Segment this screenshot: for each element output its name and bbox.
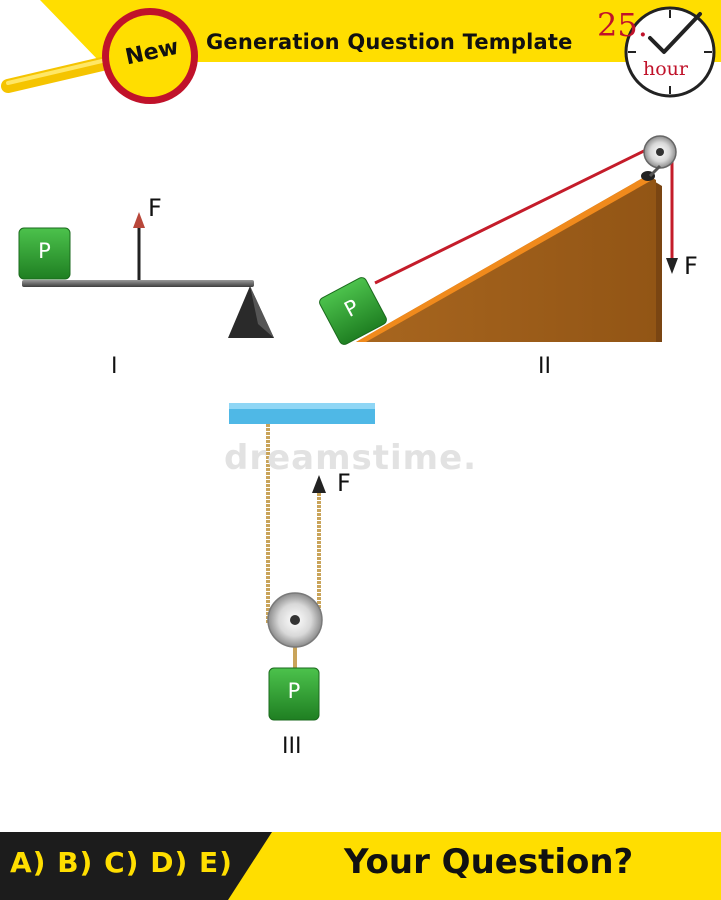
force-arrow-3	[312, 475, 326, 493]
timer-unit: hour	[643, 58, 688, 80]
block-p-1	[18, 227, 71, 280]
system-3-pulley	[229, 403, 375, 721]
system-label-1: I	[111, 354, 118, 379]
block-p-3	[268, 667, 320, 721]
timer-number: 25.	[597, 6, 648, 44]
clock-check-icon	[624, 6, 716, 98]
physics-diagram	[18, 135, 678, 721]
system-label-3: III	[282, 734, 302, 759]
system-label-2: II	[538, 354, 551, 379]
question-prompt: Your Question?	[344, 842, 634, 882]
block-p-2	[319, 277, 387, 345]
force-label-2: F	[684, 252, 698, 280]
header-bar: New Generation Question Template 25. hou…	[0, 0, 721, 104]
force-arrow-2	[666, 258, 678, 274]
block-label-1: P	[38, 239, 51, 263]
block-label-3: P	[287, 679, 301, 703]
watermark: dreamstime.	[224, 438, 478, 478]
header-title: Generation Question Template	[206, 30, 573, 54]
header-graphics	[1, 0, 721, 104]
answer-choices: A) B) C) D) E)	[10, 846, 233, 879]
system-2-incline	[319, 135, 678, 345]
rope-incline	[374, 146, 651, 285]
force-label-3: F	[337, 469, 351, 497]
magnifier-icon	[1, 8, 198, 104]
footer-bar	[0, 832, 721, 900]
lever-beam	[22, 280, 254, 287]
force-label-1: F	[148, 194, 162, 222]
header-yellow-band	[40, 0, 721, 62]
footer-dark-panel	[0, 832, 272, 900]
system-1-lever	[18, 212, 274, 338]
